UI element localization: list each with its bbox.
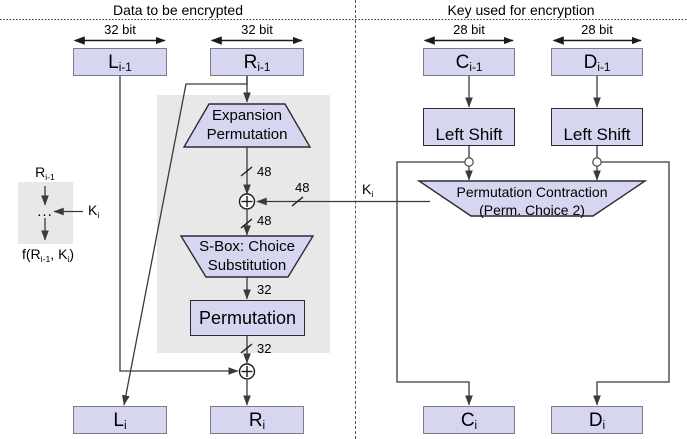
legend-output-prefix: f(R — [21, 246, 41, 262]
legend-output-sub2: i — [67, 253, 70, 264]
block-left-shift-2-label: Left Shift — [563, 125, 631, 144]
section-divider — [355, 0, 356, 439]
block-left-shift-1-label: Left Shift — [435, 125, 503, 144]
block-expansion-permutation-line2: Permutation — [206, 126, 288, 143]
legend-key-label: Ki — [88, 202, 100, 220]
legend-output-label: f(Ri-1, Ki) — [21, 246, 75, 264]
round-key-sub: i — [371, 188, 374, 199]
register-c-prev[interactable]: Ci-1 — [423, 48, 515, 76]
register-r-prev-sub: i-1 — [257, 61, 271, 75]
register-d-next-label: D — [588, 409, 603, 431]
legend-key-letter: K — [88, 202, 98, 218]
register-l-next-label: L — [113, 409, 124, 431]
register-c-next-sub: i — [474, 419, 478, 433]
register-d-prev-label: D — [583, 51, 598, 73]
legend-input-label: Ri-1 — [35, 164, 55, 182]
register-l-prev-sub: i-1 — [118, 61, 132, 75]
block-left-shift-2[interactable]: Left Shift — [551, 108, 643, 146]
header-data-section: Data to be encrypted — [113, 2, 243, 18]
block-permutation-label: Permutation — [198, 308, 297, 328]
register-l-next-sub: i — [123, 419, 127, 433]
wire-label-permutation-out: 32 — [257, 341, 272, 356]
register-d-next[interactable]: Di — [551, 406, 643, 434]
legend-output-sub1: i-1 — [40, 253, 51, 264]
register-c-prev-sub: i-1 — [469, 61, 483, 75]
legend-input-letter: R — [35, 164, 46, 180]
bit-label-data-right: 32 bit — [241, 22, 273, 37]
block-permutation[interactable]: Permutation — [190, 300, 305, 336]
register-l-prev-label: L — [108, 51, 119, 73]
register-l-prev[interactable]: Li-1 — [73, 48, 167, 76]
register-r-next-sub: i — [262, 419, 266, 433]
legend-key-sub: i — [97, 209, 100, 220]
wire-label-sbox-out: 32 — [257, 282, 272, 297]
register-d-prev[interactable]: Di-1 — [551, 48, 643, 76]
legend-input-sub: i-1 — [45, 171, 55, 182]
wire-label-xor-out: 48 — [257, 213, 272, 228]
bit-label-key-right: 28 bit — [581, 22, 613, 37]
wire-label-expansion-out: 48 — [257, 164, 272, 179]
wire-label-round-key: Ki — [362, 181, 374, 199]
register-c-next[interactable]: Ci — [423, 406, 515, 434]
block-sbox-line1: S-Box: Choice — [199, 238, 295, 255]
register-r-next[interactable]: Ri — [210, 406, 304, 434]
register-c-next-label: C — [460, 409, 475, 431]
register-r-next-label: R — [248, 409, 263, 431]
register-c-prev-label: C — [455, 51, 470, 73]
register-d-prev-sub: i-1 — [597, 61, 611, 75]
register-r-prev-label: R — [243, 51, 258, 73]
register-r-prev[interactable]: Ri-1 — [210, 48, 304, 76]
block-left-shift-1[interactable]: Left Shift — [423, 108, 515, 146]
block-contraction-line1: Permutation Contraction — [456, 184, 608, 200]
block-expansion-permutation-line1: Expansion — [211, 107, 283, 124]
round-key-letter: K — [362, 181, 372, 197]
header-key-section: Key used for encryption — [447, 2, 595, 18]
legend-output-suffix: ) — [69, 246, 75, 262]
register-d-next-sub: i — [602, 419, 606, 433]
wire-label-key-into-xor: 48 — [295, 180, 310, 195]
legend-output-mid: , K — [50, 246, 68, 262]
bit-label-data-left: 32 bit — [104, 22, 136, 37]
legend-dots: ... — [37, 203, 53, 220]
register-l-next[interactable]: Li — [73, 406, 167, 434]
block-contraction-line2: (Perm. Choice 2) — [479, 202, 585, 218]
bit-label-key-left: 28 bit — [453, 22, 485, 37]
block-sbox-line2: Substitution — [207, 257, 287, 274]
